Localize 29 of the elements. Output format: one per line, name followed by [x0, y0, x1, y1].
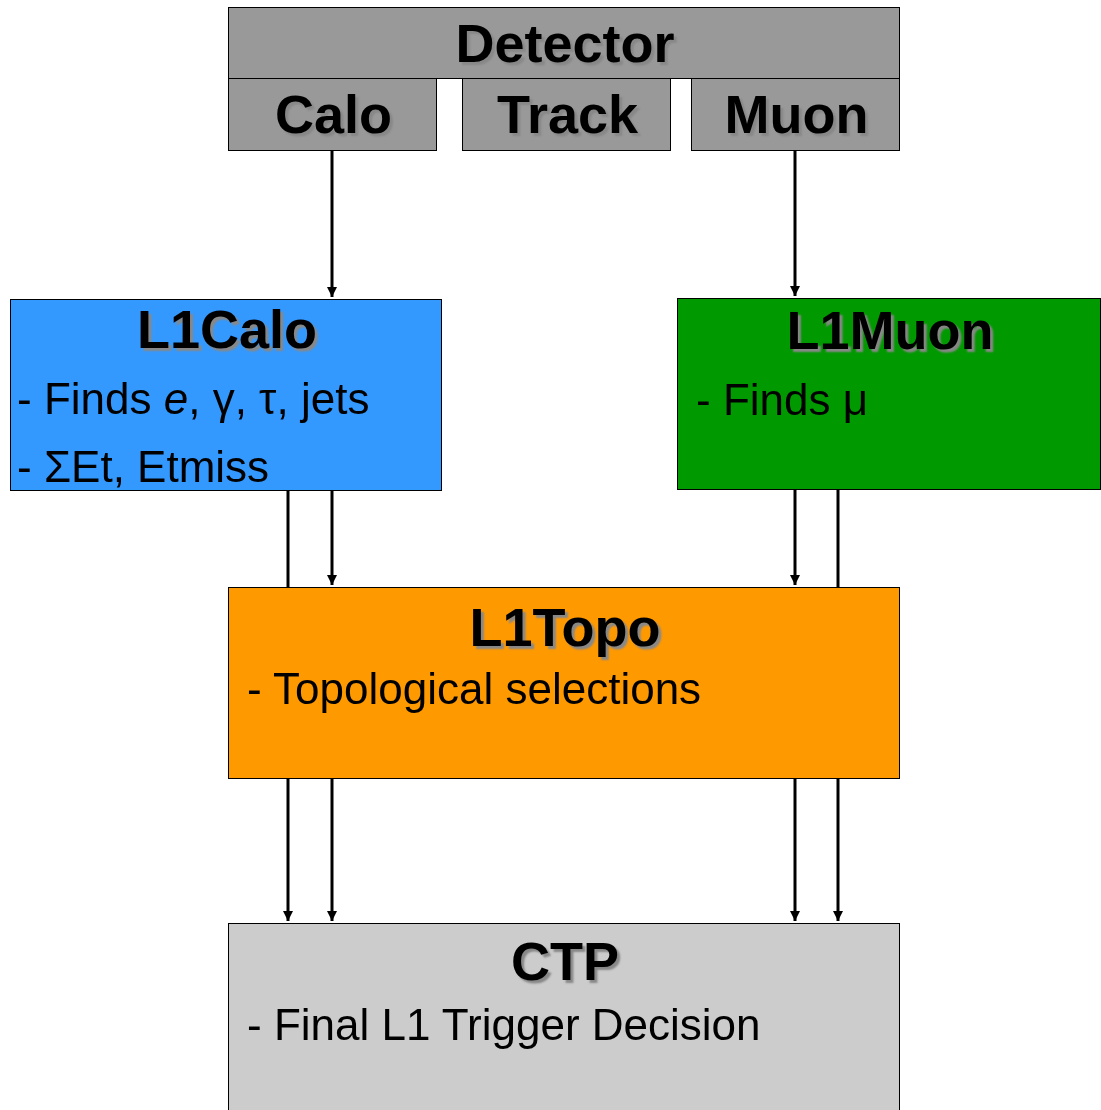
box-title: Detector	[454, 12, 676, 74]
trigger-box	[228, 923, 900, 1110]
description-text: - Topological selections	[247, 664, 702, 714]
box-title: Muon	[723, 83, 870, 145]
box-title: L1Muon	[785, 299, 995, 361]
subdetector-box	[462, 78, 671, 151]
arrow	[790, 151, 800, 296]
arrow	[327, 779, 337, 921]
arrow	[790, 779, 800, 921]
arrow	[327, 151, 337, 297]
trigger-box	[677, 298, 1101, 490]
arrow	[790, 490, 800, 585]
arrow	[327, 491, 337, 585]
arrow	[833, 779, 843, 921]
subdetector-box	[691, 78, 900, 151]
arrow	[283, 779, 293, 921]
description-text: - Finds e, γ, τ, jets	[17, 374, 370, 424]
box-title: L1Topo	[468, 596, 662, 658]
description-text: - Finds μ	[696, 375, 869, 425]
subdetector-box	[228, 78, 437, 151]
box-title: CTP	[510, 930, 620, 992]
box-title: Calo	[274, 83, 393, 145]
trigger-box	[228, 587, 900, 779]
description-text: - Final L1 Trigger Decision	[247, 1000, 761, 1050]
box-title: Track	[495, 83, 640, 145]
detector-band	[228, 7, 900, 79]
trigger-box	[10, 299, 442, 491]
description-text: - ΣEt, Etmiss	[17, 442, 270, 492]
box-title: L1Calo	[135, 298, 318, 360]
